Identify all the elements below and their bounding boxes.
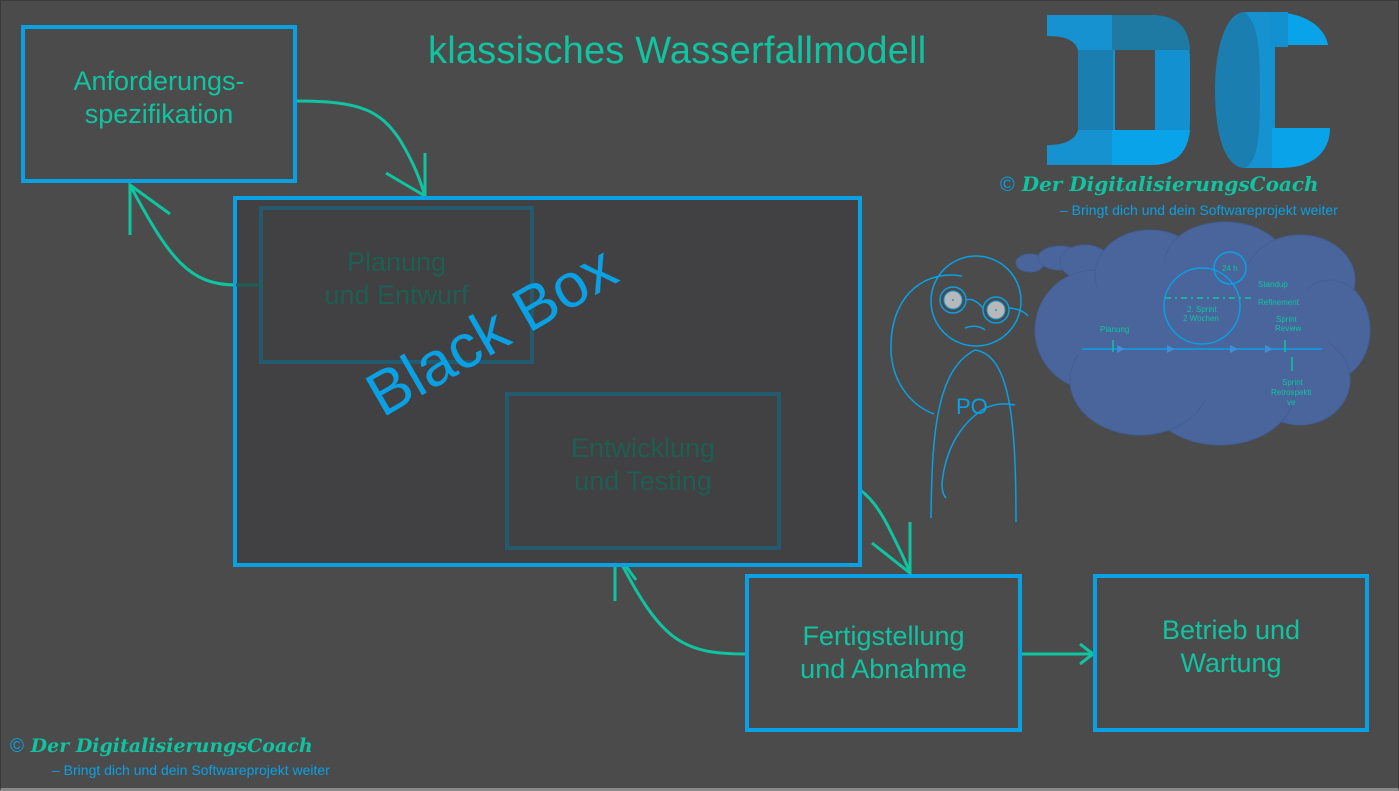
- phase-betrieb[interactable]: Betrieb und Wartung: [1093, 574, 1369, 732]
- brand-top: © Der DigitalisierungsCoach: [1000, 172, 1319, 197]
- slide-title: klassisches Wasserfallmodell: [428, 30, 927, 72]
- brand-name: Der DigitalisierungsCoach: [30, 735, 313, 757]
- copyright-icon: ©: [1000, 174, 1015, 196]
- arrowhead-anforderung-to-planung: [385, 153, 427, 199]
- black-box-container: [233, 196, 862, 567]
- arrow-planung-to-anforderung: [128, 184, 237, 287]
- phase-entwicklung[interactable]: Entwicklung und Testing: [505, 392, 781, 550]
- copyright-icon: ©: [10, 736, 24, 757]
- brand-tagline-top: – Bringt dich und dein Softwareprojekt w…: [1060, 202, 1338, 218]
- phase-fertigstellung[interactable]: Fertigstellung und Abnahme: [745, 574, 1022, 732]
- arrow-fertigstellung-to-entwicklung: [613, 550, 747, 656]
- arrowhead-entwicklung-to-fertigstellung: [871, 522, 912, 577]
- phase-anforderung-label: Anforderungs- spezifikation: [73, 66, 245, 129]
- phase-betrieb-label: Betrieb und Wartung: [1161, 615, 1301, 678]
- phase-entwicklung-label: Entwicklung und Testing: [570, 433, 716, 496]
- arrowhead-planung-to-anforderung: [128, 182, 171, 235]
- arrow-anforderung-to-planung: [295, 99, 427, 197]
- phase-anforderung[interactable]: Anforderungs- spezifikation: [21, 25, 297, 183]
- brand-tagline-bottom: – Bringt dich und dein Softwareprojekt w…: [52, 762, 330, 778]
- phase-planung-label: Planung und Entwurf: [324, 247, 469, 310]
- brand-name: Der DigitalisierungsCoach: [1021, 172, 1319, 196]
- brand-bottom: © Der DigitalisierungsCoach: [10, 735, 313, 758]
- phase-fertigstellung-label: Fertigstellung und Abnahme: [800, 621, 967, 684]
